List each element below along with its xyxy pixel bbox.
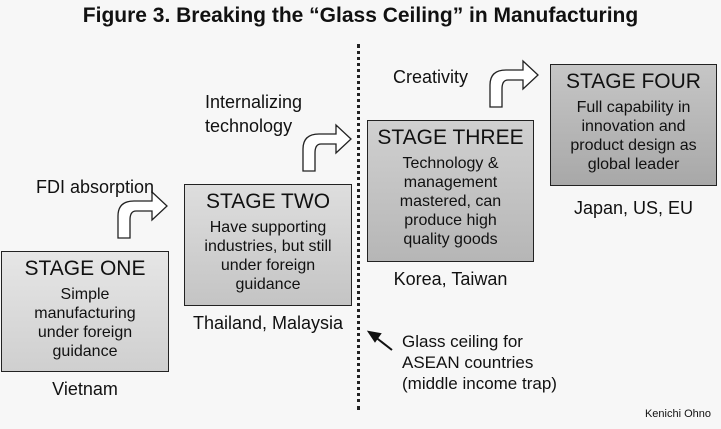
curved-arrow-icon — [489, 59, 539, 108]
stage-description: Have supporting industries, but still un… — [204, 219, 332, 293]
author-credit: Kenichi Ohno — [644, 408, 711, 420]
glass-ceiling-note: Glass ceiling for ASEAN countries (middl… — [402, 332, 557, 393]
stage-description: Full capability in innovation and produc… — [570, 99, 697, 173]
stage-countries: Vietnam — [52, 379, 118, 399]
stage-description: Technology & management mastered, can pr… — [399, 155, 502, 248]
stage-heading: STAGE TWO — [205, 190, 331, 213]
stage-two-box: STAGE TWO Have supporting industries, bu… — [184, 184, 352, 306]
stage-three-box: STAGE THREE Technology & management mast… — [367, 120, 534, 262]
stage-heading: STAGE FOUR — [566, 70, 701, 93]
transition-label: FDI absorption — [35, 177, 155, 197]
curved-arrow-icon — [302, 123, 352, 172]
stage-countries: Thailand, Malaysia — [192, 313, 344, 333]
stage-heading: STAGE ONE — [24, 257, 146, 280]
stage-countries: Korea, Taiwan — [393, 269, 508, 289]
stage-one-box: STAGE ONE Simple manufacturing under for… — [1, 251, 169, 372]
stage-countries: Japan, US, EU — [573, 198, 694, 218]
stage-four-box: STAGE FOUR Full capability in innovation… — [550, 64, 717, 186]
stage-heading: STAGE THREE — [377, 126, 524, 149]
transition-label: Internalizing technology — [205, 92, 303, 136]
transition-label: Creativity — [393, 67, 469, 87]
curved-arrow-icon — [117, 190, 168, 239]
pointer-arrow-icon — [366, 330, 393, 351]
stage-description: Simple manufacturing under foreign guida… — [34, 286, 136, 360]
figure-title: Figure 3. Breaking the “Glass Ceiling” i… — [82, 4, 639, 27]
glass-ceiling-line — [357, 44, 360, 410]
